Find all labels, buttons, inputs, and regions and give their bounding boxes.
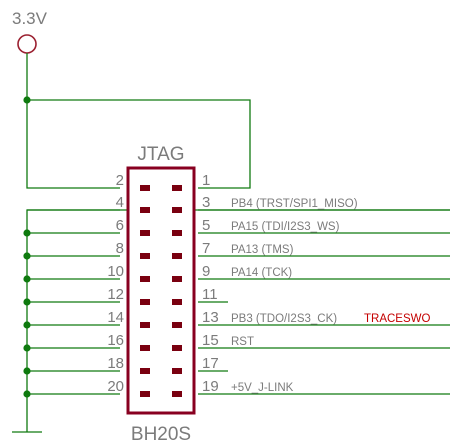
junction-dot xyxy=(23,390,31,398)
connector-body xyxy=(126,166,196,415)
signal-label-pin-7: PA13 (TMS) xyxy=(231,244,294,256)
junction-dot xyxy=(23,275,31,283)
power-label: 3.3V xyxy=(12,9,48,28)
pin-number-13: 13 xyxy=(202,309,219,326)
pin-pad xyxy=(140,207,150,213)
pin-number-3: 3 xyxy=(202,194,210,211)
pin-pad xyxy=(172,391,182,397)
pin-number-6: 6 xyxy=(116,217,124,234)
even-pin-numbers: 2 4 6 8 10 12 14 16 18 20 xyxy=(107,172,124,395)
pin-number-17: 17 xyxy=(202,355,219,372)
junction-dot xyxy=(23,321,31,329)
pin-pad xyxy=(172,230,182,236)
vcc-loop-wire xyxy=(27,99,251,189)
power-symbol xyxy=(17,34,37,54)
pin-pad xyxy=(172,345,182,351)
pin-pad xyxy=(140,299,150,305)
pin-pad xyxy=(140,253,150,259)
signal-label-pin-5: PA15 (TDI/I2S3_WS) xyxy=(231,221,340,233)
signal-label-pin-9: PA14 (TCK) xyxy=(231,267,292,279)
pin-number-16: 16 xyxy=(107,332,124,349)
pin-pad xyxy=(140,345,150,351)
junction-dot xyxy=(23,367,31,375)
junction-dot xyxy=(23,252,31,260)
pin-number-11: 11 xyxy=(202,286,218,303)
pin-pad xyxy=(140,185,150,191)
pin-pad xyxy=(172,322,182,328)
pin-number-9: 9 xyxy=(202,263,210,280)
pin-number-14: 14 xyxy=(107,309,124,326)
pin-number-1: 1 xyxy=(202,172,210,189)
connector-title: JTAG xyxy=(137,144,184,165)
pin-pad xyxy=(140,391,150,397)
signal-label-pin-19: +5V_J-LINK xyxy=(231,382,294,394)
pin-number-15: 15 xyxy=(202,332,219,349)
pin-number-20: 20 xyxy=(107,378,124,395)
junction-dot xyxy=(23,344,31,352)
pin-pad xyxy=(172,207,182,213)
pin-number-10: 10 xyxy=(107,263,124,280)
pin-number-5: 5 xyxy=(202,217,210,234)
pin-number-19: 19 xyxy=(202,378,219,395)
pin-pad xyxy=(172,253,182,259)
signal-label-pin-3: PB4 (TRST/SPI1_MISO) xyxy=(231,198,358,210)
pin-pad xyxy=(172,299,182,305)
pin-number-7: 7 xyxy=(202,240,210,257)
pin-number-2: 2 xyxy=(116,172,124,189)
signal-label-pin-15: RST xyxy=(231,336,254,348)
pin-pad xyxy=(172,276,182,282)
junction-dot xyxy=(23,298,31,306)
pin-number-18: 18 xyxy=(107,355,124,372)
pin-pad xyxy=(172,185,182,191)
pin-pads xyxy=(140,185,182,397)
odd-pin-numbers: 1 3 5 7 9 11 13 15 17 19 xyxy=(202,172,219,395)
pin-pad xyxy=(140,276,150,282)
pin-number-12: 12 xyxy=(107,286,124,303)
pin-pad xyxy=(140,230,150,236)
pin-number-8: 8 xyxy=(116,240,124,257)
connector-part: BH20S xyxy=(131,424,191,445)
vcc-left-wire xyxy=(26,100,120,189)
pin-number-4: 4 xyxy=(116,194,124,211)
pin-pad xyxy=(140,368,150,374)
pin-pad xyxy=(140,322,150,328)
junction-dot xyxy=(23,96,31,104)
signal-label-pin-13: PB3 (TDO/I2S3_CK) xyxy=(231,313,337,325)
pin-pad xyxy=(172,368,182,374)
junction-dot xyxy=(23,229,31,237)
signal-label-pin-13-alt: TRACESWO xyxy=(364,313,431,325)
